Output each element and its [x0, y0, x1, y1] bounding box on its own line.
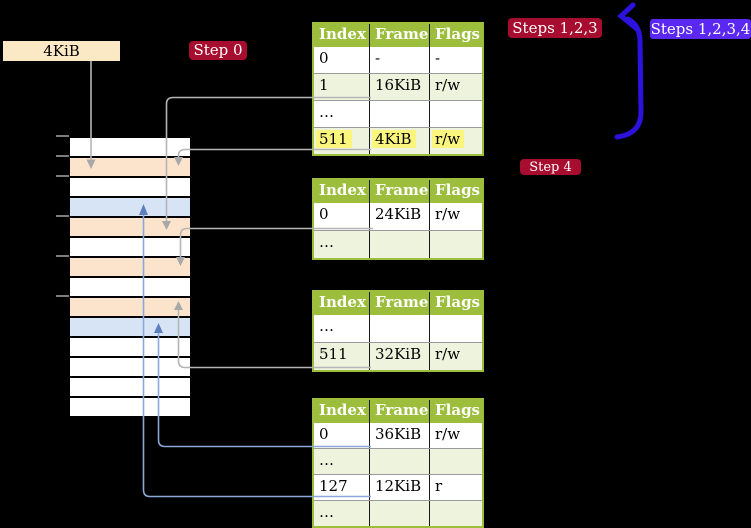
table-row: …	[314, 448, 482, 474]
table-cell: r/w	[429, 203, 482, 230]
address-tick	[56, 135, 69, 137]
steps123-badge: Steps 1,2,3	[508, 18, 602, 38]
table-header-cell: Frame	[369, 24, 429, 47]
table-cell	[369, 231, 429, 258]
highlighted-value: 511	[316, 130, 352, 148]
table-header-cell: Index	[319, 181, 366, 199]
address-tick	[56, 255, 69, 257]
memory-row-peach	[70, 258, 190, 278]
table-cell	[369, 449, 429, 474]
memory-row-white	[70, 178, 190, 198]
table-header-cell: Flags	[429, 292, 482, 315]
page-size-label: 4KiB	[3, 41, 120, 61]
table-cell: r	[429, 475, 482, 500]
memory-row-peach	[70, 218, 190, 238]
memory-row-white	[70, 358, 190, 378]
table-cell: 511	[314, 128, 369, 154]
address-tick	[56, 215, 69, 217]
table-row: …	[314, 230, 482, 258]
table-cell: -	[369, 47, 429, 73]
step4-badge: Step 4	[520, 159, 581, 175]
steps1234-badge: Steps 1,2,3,4	[650, 19, 751, 39]
table-cell: 36KiB	[369, 423, 429, 448]
table-header-cell: Index	[319, 25, 366, 43]
table-cell	[429, 501, 482, 526]
address-tick	[56, 155, 69, 157]
table-cell	[429, 101, 482, 127]
table-row: …	[314, 500, 482, 526]
memory-row-white	[70, 138, 190, 158]
table-cell: 4KiB	[369, 128, 429, 154]
table-header-cell: Frame	[369, 400, 429, 423]
memory-row-white	[70, 238, 190, 258]
table-cell	[369, 101, 429, 127]
table-cell: 0	[319, 49, 329, 67]
memory-row-blue	[70, 318, 190, 338]
table-cell: 127	[319, 477, 348, 495]
step0-badge: Step 0	[189, 41, 247, 60]
table-header-cell: Frame	[369, 180, 429, 203]
table-cell: r/w	[429, 343, 482, 370]
memory-row-white	[70, 338, 190, 358]
table-cell: r/w	[429, 74, 482, 100]
address-tick	[56, 175, 69, 177]
table-cell: 24KiB	[369, 203, 429, 230]
table-row: …	[314, 315, 482, 342]
table-cell: r/w	[429, 423, 482, 448]
table-row: …	[314, 100, 482, 127]
table-cell: …	[319, 451, 334, 469]
table-cell	[429, 449, 482, 474]
memory-row-white	[70, 398, 190, 418]
memory-row-white	[70, 378, 190, 398]
table-cell	[369, 501, 429, 526]
address-tick	[56, 295, 69, 297]
table-cell	[429, 231, 482, 258]
steps-loop-arrow	[614, 2, 644, 140]
physical-memory-strip	[70, 136, 190, 418]
table-cell: 16KiB	[369, 74, 429, 100]
table-row: 511 4KiB r/w	[314, 127, 482, 154]
table-cell: …	[319, 317, 334, 335]
memory-row-white	[70, 278, 190, 298]
table-cell: …	[319, 233, 334, 251]
highlighted-value: r/w	[432, 130, 465, 148]
table-cell: r/w	[429, 128, 482, 154]
table-cell: …	[319, 503, 334, 521]
table-header-cell: Index	[319, 293, 366, 311]
table-row: 0 --	[314, 47, 482, 73]
table-cell: …	[319, 103, 334, 121]
memory-row-peach	[70, 298, 190, 318]
table-cell: 0	[319, 205, 329, 223]
table-header-cell: Index	[319, 401, 366, 419]
highlighted-value: 4KiB	[372, 130, 416, 148]
table-header-cell: Flags	[429, 400, 482, 423]
memory-row-peach	[70, 158, 190, 178]
table-header-cell: Frame	[369, 292, 429, 315]
table-cell: 32KiB	[369, 343, 429, 370]
table-cell: 0	[319, 425, 329, 443]
table-cell	[369, 315, 429, 342]
table-header-cell: Flags	[429, 180, 482, 203]
table-cell: 1	[319, 76, 329, 94]
table-header-cell: Flags	[429, 24, 482, 47]
table-cell: -	[429, 47, 482, 73]
table-cell: 511	[319, 345, 348, 363]
memory-row-blue	[70, 198, 190, 218]
table-cell: 12KiB	[369, 475, 429, 500]
table-cell	[429, 315, 482, 342]
